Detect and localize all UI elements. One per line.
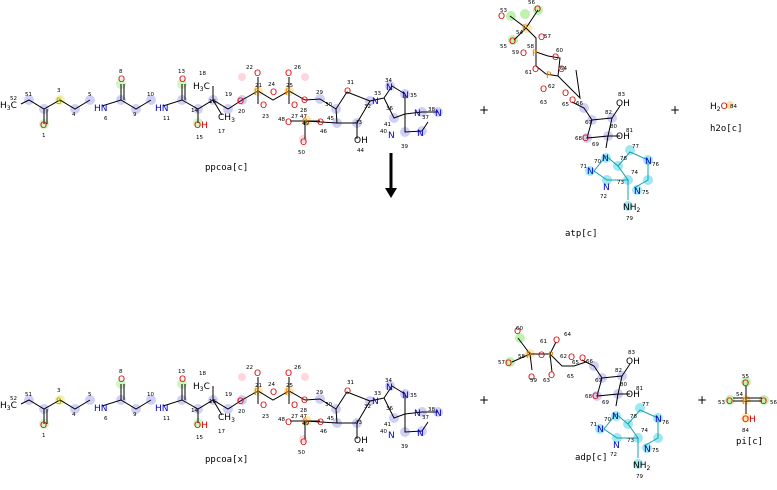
svg-text:O: O — [742, 379, 749, 389]
reactant-atp: O P O O O P O O O P O O O 53 54 56 55 57 58… — [498, 0, 660, 239]
product-adp: O O P O O P O O O 60 57 58 59 61 62 64 63 65… — [498, 326, 670, 481]
pi-label: pi[c] — [736, 437, 763, 447]
svg-text:O: O — [534, 5, 541, 15]
svg-text:53: 53 — [500, 8, 507, 14]
reactant-ppcoa: ppcoa[c] — [0, 64, 444, 173]
svg-text:60: 60 — [516, 326, 523, 332]
svg-text:P: P — [548, 351, 554, 361]
svg-text:O: O — [520, 49, 527, 59]
svg-text:63: 63 — [540, 100, 547, 106]
svg-text:O: O — [540, 85, 547, 95]
svg-text:O: O — [726, 397, 733, 407]
svg-text:64: 64 — [560, 66, 567, 72]
plus-sign: + — [479, 393, 489, 407]
svg-text:60: 60 — [556, 48, 563, 54]
svg-text:O: O — [552, 53, 559, 63]
svg-text:O: O — [548, 371, 555, 381]
svg-text:57: 57 — [544, 34, 551, 40]
svg-text:H2O: H2O — [710, 102, 728, 113]
h2o-atom-index: 84 — [730, 104, 737, 110]
reaction-arrow — [385, 153, 397, 198]
svg-text:53: 53 — [718, 400, 725, 406]
svg-text:O: O — [514, 327, 521, 337]
svg-text:O: O — [568, 353, 575, 363]
svg-text:P: P — [522, 24, 528, 34]
product-ppcoa-x: ppcoa[x] — [0, 364, 444, 465]
svg-text:P: P — [546, 71, 552, 81]
svg-text:O: O — [760, 397, 767, 407]
adp-label: adp[c] — [575, 453, 608, 463]
svg-text:54: 54 — [516, 30, 523, 36]
svg-text:P: P — [742, 397, 748, 407]
svg-text:58: 58 — [518, 354, 525, 360]
svg-text:O: O — [498, 12, 505, 22]
svg-text:59: 59 — [512, 50, 519, 56]
svg-text:63: 63 — [543, 378, 550, 384]
plus-sign: + — [697, 393, 707, 407]
svg-text:57: 57 — [498, 360, 505, 366]
plus-sign: + — [479, 103, 489, 117]
plus-sign: + — [670, 103, 680, 117]
svg-text:O: O — [505, 359, 512, 369]
svg-text:59: 59 — [530, 378, 537, 384]
svg-text:56: 56 — [528, 0, 535, 6]
svg-text:O: O — [528, 373, 535, 383]
reactant-h2o: H2O 84 h2o[c] — [710, 101, 743, 134]
svg-text:65: 65 — [567, 374, 574, 380]
svg-text:61: 61 — [525, 70, 532, 76]
svg-text:O: O — [532, 65, 539, 75]
svg-text:O: O — [562, 89, 569, 99]
svg-text:O: O — [538, 33, 545, 43]
svg-text:62: 62 — [548, 84, 555, 90]
svg-text:64: 64 — [564, 332, 571, 338]
svg-text:55: 55 — [742, 374, 749, 380]
svg-text:O: O — [509, 37, 516, 47]
svg-text:O: O — [538, 351, 545, 361]
svg-text:P: P — [532, 49, 538, 59]
svg-text:55: 55 — [500, 44, 507, 50]
svg-text:62: 62 — [560, 354, 567, 360]
ppcoa-x-label: ppcoa[x] — [205, 455, 248, 465]
svg-text:54: 54 — [736, 392, 743, 398]
ppcoa-label: ppcoa[c] — [205, 163, 248, 173]
svg-text:84: 84 — [742, 428, 749, 434]
h2o-label: h2o[c] — [710, 124, 743, 134]
svg-text:P: P — [526, 351, 532, 361]
svg-text:O: O — [553, 336, 560, 346]
svg-text:O: O — [558, 65, 565, 75]
atp-label: atp[c] — [565, 229, 598, 239]
product-pi: O O P O OH 55 53 54 56 84 pi[c] — [718, 374, 777, 447]
svg-text:56: 56 — [770, 400, 777, 406]
svg-text:OH: OH — [742, 415, 756, 425]
svg-text:61: 61 — [540, 339, 547, 345]
svg-text:58: 58 — [527, 44, 534, 50]
